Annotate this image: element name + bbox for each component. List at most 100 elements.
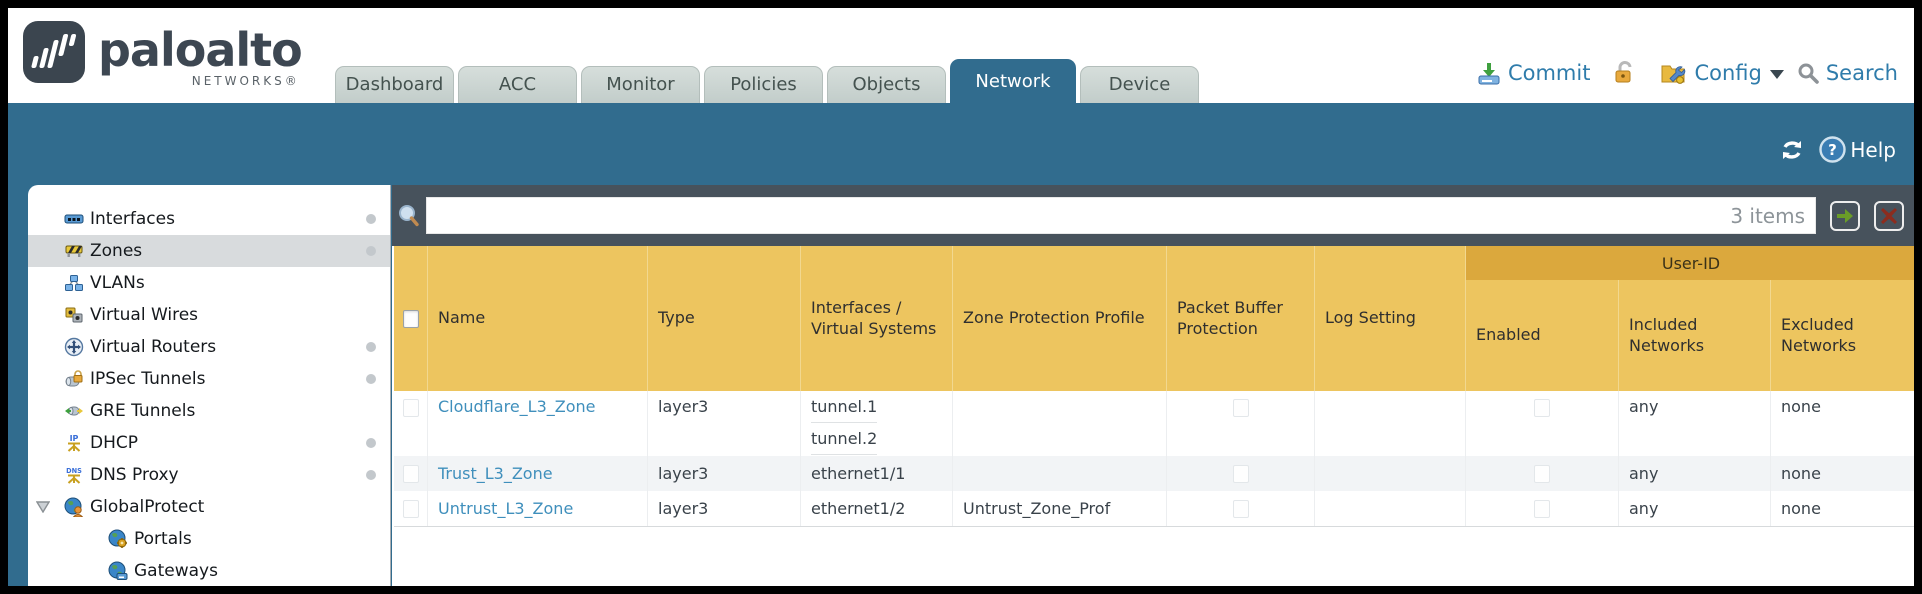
- sidebar-item-ipsec-tunnels[interactable]: IPSec Tunnels: [28, 363, 390, 395]
- sidebar-item-gateways[interactable]: Gateways: [28, 555, 390, 586]
- packet-buffer-checkbox[interactable]: [1232, 464, 1249, 483]
- apply-filter-button[interactable]: [1830, 200, 1860, 231]
- gre-tunnels-icon: [65, 406, 83, 416]
- brand-name: paloalto: [98, 23, 303, 77]
- zone-type: layer3: [658, 499, 709, 518]
- main-nav-tabs: Dashboard ACC Monitor Policies Objects N…: [335, 59, 1199, 103]
- sidebar-item-label: Gateways: [134, 561, 218, 581]
- user-id-group: User-ID Enabled Included Networks Exclud…: [1466, 246, 1914, 391]
- zone-name-link[interactable]: Cloudflare_L3_Zone: [438, 397, 596, 416]
- ipsec-tunnels-icon: [65, 370, 83, 387]
- table-body: Cloudflare_L3_Zone layer3 tunnel.1 tunne…: [394, 391, 1914, 527]
- sidebar-item-label: DHCP: [90, 433, 138, 453]
- tab-network[interactable]: Network: [950, 59, 1076, 103]
- tab-policies[interactable]: Policies: [704, 66, 823, 103]
- commit-label: Commit: [1507, 61, 1591, 85]
- packet-buffer-checkbox[interactable]: [1232, 399, 1249, 417]
- green-arrow-icon: [1837, 208, 1853, 223]
- table-row[interactable]: Cloudflare_L3_Zone layer3 tunnel.1 tunne…: [394, 391, 1914, 456]
- packet-buffer-checkbox[interactable]: [1232, 499, 1249, 518]
- tab-device[interactable]: Device: [1080, 66, 1199, 103]
- row-checkbox[interactable]: [402, 399, 419, 417]
- sidebar-item-zones[interactable]: Zones: [28, 235, 390, 267]
- col-packet-buffer-protection[interactable]: Packet Buffer Protection: [1167, 246, 1315, 391]
- included-networks: any: [1629, 397, 1659, 416]
- tab-acc[interactable]: ACC: [458, 66, 577, 103]
- select-all-checkbox[interactable]: [402, 309, 419, 328]
- filter-input[interactable]: [427, 198, 1731, 233]
- zone-name-link[interactable]: Trust_L3_Zone: [438, 464, 553, 483]
- user-id-enabled-checkbox[interactable]: [1534, 399, 1550, 417]
- virtual-wires-icon: [65, 307, 83, 323]
- portals-icon: [108, 529, 127, 548]
- top-bar: paloalto NETWORKS® Dashboard ACC Monitor…: [8, 8, 1914, 103]
- excluded-networks: none: [1781, 464, 1821, 483]
- svg-text:DNS: DNS: [66, 467, 82, 475]
- row-checkbox[interactable]: [402, 464, 419, 483]
- sidebar-item-label: Portals: [134, 529, 192, 549]
- search-label: Search: [1825, 61, 1898, 85]
- zone-protection-profile: Untrust_Zone_Prof: [963, 499, 1111, 518]
- refresh-icon[interactable]: [1779, 138, 1805, 162]
- sidebar-item-virtual-routers[interactable]: Virtual Routers: [28, 331, 390, 363]
- sidebar-item-gre-tunnels[interactable]: GRE Tunnels: [28, 395, 390, 427]
- sidebar-item-interfaces[interactable]: Interfaces: [28, 203, 390, 235]
- zone-interface: ethernet1/2: [811, 499, 906, 518]
- global-search[interactable]: Search: [1796, 61, 1898, 85]
- network-sidebar: Interfaces Zones VLANs: [28, 185, 391, 586]
- paloalto-logo: paloalto NETWORKS®: [22, 20, 303, 88]
- table-row[interactable]: Untrust_L3_Zone layer3 ethernet1/2 Untru…: [394, 491, 1914, 526]
- sidebar-item-label: GRE Tunnels: [90, 401, 196, 421]
- col-excluded-networks[interactable]: Excluded Networks: [1781, 314, 1857, 355]
- col-type[interactable]: Type: [648, 246, 801, 391]
- status-dot: [366, 374, 376, 384]
- band-tools: ? Help: [1779, 136, 1896, 163]
- sidebar-item-dhcp[interactable]: IP DHCP: [28, 427, 390, 459]
- collapse-triangle-icon[interactable]: [36, 501, 50, 513]
- col-name[interactable]: Name: [428, 246, 648, 391]
- commit-button[interactable]: Commit: [1476, 60, 1591, 86]
- sidebar-item-label: IPSec Tunnels: [90, 369, 206, 389]
- sidebar-item-virtual-wires[interactable]: Virtual Wires: [28, 299, 390, 331]
- help-button[interactable]: ? Help: [1819, 136, 1896, 163]
- user-id-group-header: User-ID: [1466, 246, 1914, 280]
- unlock-icon[interactable]: [1612, 60, 1638, 86]
- sidebar-item-label: DNS Proxy: [90, 465, 179, 485]
- zones-icon: [65, 245, 83, 257]
- config-menu[interactable]: Config: [1660, 60, 1787, 86]
- clear-filter-button[interactable]: [1874, 200, 1904, 231]
- interfaces-icon: [64, 214, 84, 224]
- sidebar-item-vlans[interactable]: VLANs: [28, 267, 390, 299]
- select-all-cell: [394, 246, 428, 391]
- table-row[interactable]: Trust_L3_Zone layer3 ethernet1/1 any non…: [394, 456, 1914, 491]
- tab-monitor[interactable]: Monitor: [581, 66, 700, 103]
- col-included-networks[interactable]: Included Networks: [1619, 280, 1771, 391]
- row-checkbox[interactable]: [402, 499, 419, 518]
- zone-type: layer3: [658, 397, 709, 416]
- sidebar-item-label: Zones: [90, 241, 143, 261]
- sidebar-item-globalprotect[interactable]: GlobalProtect: [28, 491, 390, 523]
- col-interfaces[interactable]: Interfaces / Virtual Systems: [801, 246, 953, 391]
- zone-name-link[interactable]: Untrust_L3_Zone: [438, 499, 574, 518]
- status-dot: [366, 470, 376, 480]
- user-id-enabled-checkbox[interactable]: [1534, 464, 1550, 483]
- user-id-enabled-checkbox[interactable]: [1534, 499, 1550, 518]
- brand-subtitle: NETWORKS®: [191, 74, 300, 88]
- header-actions: Commit Config: [1476, 60, 1898, 86]
- tab-dashboard[interactable]: Dashboard: [335, 66, 454, 103]
- virtual-routers-icon: [64, 337, 84, 357]
- table-header: Name Type Interfaces / Virtual Systems Z…: [394, 246, 1914, 391]
- sidebar-item-label: Virtual Wires: [90, 305, 199, 325]
- col-zone-protection-profile[interactable]: Zone Protection Profile: [953, 246, 1167, 391]
- sidebar-item-dns-proxy[interactable]: DNS DNS Proxy: [28, 459, 390, 491]
- filter-search-icon: [399, 204, 419, 226]
- col-log-setting[interactable]: Log Setting: [1315, 246, 1466, 391]
- dhcp-icon: IP: [67, 434, 81, 452]
- sidebar-item-portals[interactable]: Portals: [28, 523, 390, 555]
- paloalto-logo-icon: [23, 21, 85, 83]
- sidebar-item-label: VLANs: [90, 273, 145, 293]
- tab-objects[interactable]: Objects: [827, 66, 946, 103]
- zone-interface: ethernet1/1: [811, 464, 906, 483]
- col-enabled[interactable]: Enabled: [1466, 280, 1619, 391]
